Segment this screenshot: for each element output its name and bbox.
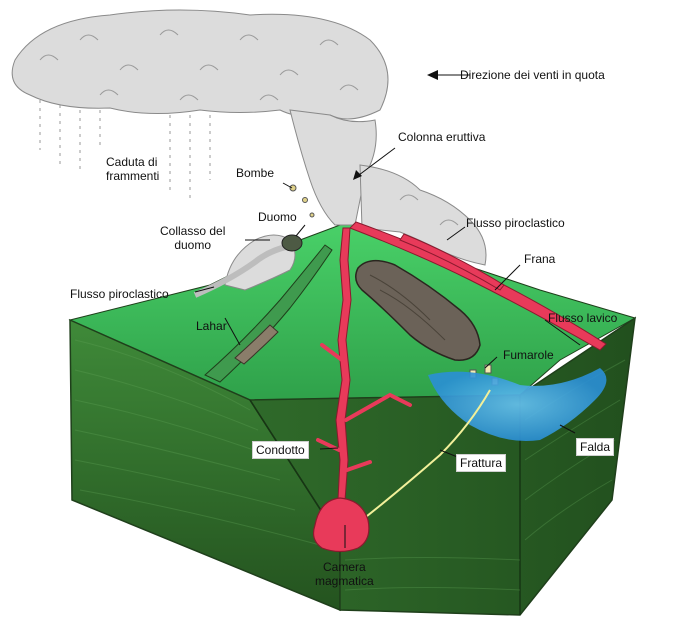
magma-chamber [312,497,370,553]
fracture-label: Frattura [456,454,507,472]
conduit-label: Condotto [252,441,309,459]
bombs-label: Bombe [236,166,275,180]
eruptive-column-label: Colonna eruttiva [398,130,486,144]
magma-chamber-label: Camera magmatica [315,560,374,588]
fallout-label-line2: frammenti [106,169,160,183]
wind-direction-label: Direzione dei venti in quota [460,68,605,82]
dome-collapse-label-line2: duomo [174,238,212,252]
landslide-texture [369,274,446,341]
fumaroles-label: Fumarole [503,348,554,362]
lava-flow-label: Flusso lavico [548,311,618,325]
ash-plume [11,9,487,291]
dome-collapse-label: Collasso del duomo [160,224,225,252]
lava-flow-branch [399,233,505,291]
lahar-deposit [234,324,279,365]
water-table [428,368,607,441]
arrow-heads [353,70,438,180]
pyroclastic-flow-right-label: Flusso piroclastico [466,216,565,230]
lava-dome [281,234,303,252]
fracture-line [361,389,491,521]
landslide [355,259,481,361]
magma-chamber-label-line2: magmatica [315,574,374,588]
lahar-label: Lahar [196,319,227,333]
dome-label: Duomo [258,210,297,224]
fallout-label-line1: Caduta di [106,155,158,169]
volcanic-bombs [289,184,315,218]
leader-lines [194,74,581,548]
landslide-label: Frana [524,252,556,266]
plume-swirls [39,29,459,226]
fallout-label: Caduta di frammenti [106,155,159,183]
magma-chamber-label-line1: Camera [323,560,366,574]
pyroclastic-flow-left [193,243,291,298]
water-table-label: Falda [576,438,615,456]
pyroclastic-flow-left-label: Flusso piroclastico [70,287,169,301]
falling-fragments [39,100,211,200]
dome-collapse-label-line1: Collasso del [160,224,226,238]
